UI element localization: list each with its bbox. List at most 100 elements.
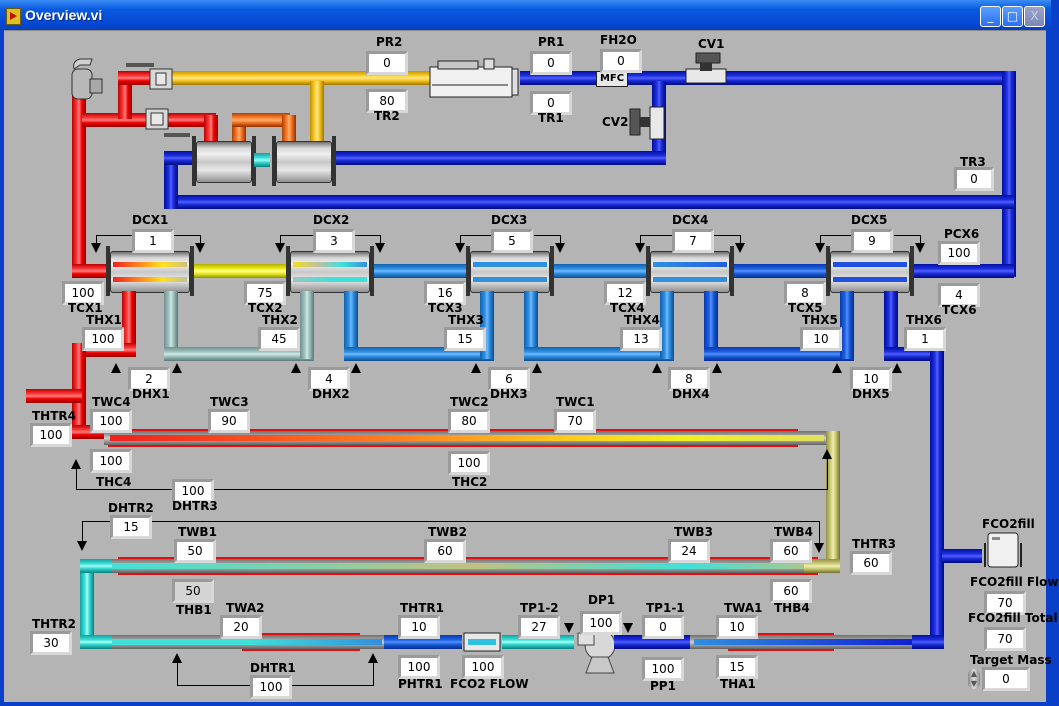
- dhtr1-wire: [177, 685, 253, 686]
- dcx4-wire: [714, 235, 740, 236]
- input-dcx2[interactable]: 3: [313, 229, 355, 253]
- label-tp1-1: TP1-1: [646, 601, 685, 615]
- label-twb4: TWB4: [774, 525, 813, 539]
- input-dhtr3[interactable]: 100: [172, 479, 214, 503]
- hx5-cold-out-pipe: [884, 291, 898, 359]
- mass-flow-controller-icon: MFC: [596, 71, 628, 87]
- label-dp1: DP1: [588, 593, 616, 607]
- heater-c-b-link-pipe: [826, 431, 840, 571]
- input-dhx2[interactable]: 4: [308, 367, 350, 391]
- arrow-up-icon: [712, 363, 722, 373]
- arrow-down-icon: [91, 243, 101, 253]
- increment-decrement-icon[interactable]: ▲▼: [968, 669, 980, 689]
- ball-valve-icon[interactable]: [126, 61, 176, 93]
- indicator-thx6: 1: [904, 327, 946, 351]
- input-dhtr2[interactable]: 15: [110, 515, 152, 539]
- indicator-tr1: 0: [530, 91, 572, 115]
- dhtr2-wire: [150, 521, 820, 522]
- dcx1-wire: [200, 235, 201, 245]
- indicator-tcx5: 8: [784, 281, 826, 305]
- input-dcx3[interactable]: 5: [491, 229, 533, 253]
- hx2-hx3-pipe: [370, 264, 466, 278]
- control-valve-icon[interactable]: [628, 105, 668, 141]
- indicator-tp1-1: 0: [642, 615, 684, 639]
- loop4-left-pipe: [704, 291, 718, 359]
- label-tr1: TR1: [538, 111, 564, 125]
- control-valve-icon[interactable]: [684, 51, 728, 87]
- hot-valve-feed-pipe: [118, 71, 152, 85]
- close-button[interactable]: X: [1024, 6, 1045, 27]
- recuperator-link-pipe: [254, 153, 270, 167]
- minimize-button[interactable]: _: [980, 6, 1001, 27]
- label-dhx5: DHX5: [852, 387, 890, 401]
- label-dcx1: DCX1: [132, 213, 169, 227]
- indicator-phtr1: 100: [398, 655, 440, 679]
- indicator-fco2fill-total: 70: [984, 627, 1026, 651]
- cold-return-pipe: [912, 635, 944, 649]
- input-dcx5[interactable]: 9: [851, 229, 893, 253]
- label-thx1: THX1: [86, 313, 122, 327]
- front-panel: MFC: [4, 30, 1059, 702]
- indicator-tcx2: 75: [244, 281, 286, 305]
- label-fco2fill: FCO2fill: [982, 517, 1035, 531]
- dhtr3-wire: [827, 459, 828, 489]
- label-twc1: TWC1: [556, 395, 595, 409]
- dcx5-wire: [820, 235, 821, 245]
- heater-c-element-bottom: [108, 445, 798, 447]
- title-bar[interactable]: Overview.vi _ □ X: [0, 0, 1051, 30]
- input-dhx5[interactable]: 10: [850, 367, 892, 391]
- heater-a1-fluid: [694, 639, 914, 645]
- arrow-down-icon: [77, 541, 87, 551]
- indicator-thb4: 60: [770, 579, 812, 603]
- label-dhtr3: DHTR3: [172, 499, 218, 513]
- input-target-mass[interactable]: 0: [982, 667, 1030, 691]
- dhtr3-wire: [76, 469, 77, 489]
- dhtr3-wire: [76, 489, 828, 490]
- label-tcx2: TCX2: [248, 301, 283, 315]
- arrow-up-icon: [71, 459, 81, 469]
- label-dcx3: DCX3: [491, 213, 528, 227]
- dcx3-wire: [534, 235, 560, 236]
- heater-b-outlet-pipe: [80, 559, 112, 573]
- input-dcx1[interactable]: 1: [132, 229, 174, 253]
- dcx5-wire: [820, 235, 856, 236]
- recuperator-1: [192, 136, 256, 186]
- input-dhx4[interactable]: 8: [668, 367, 710, 391]
- bypass-left-pipe: [164, 151, 178, 209]
- indicator-pr2: 0: [366, 51, 408, 75]
- input-dcx4[interactable]: 7: [672, 229, 714, 253]
- heat-exchanger-icon: [826, 246, 914, 296]
- label-tha1: THA1: [720, 677, 756, 691]
- input-dhx1[interactable]: 2: [128, 367, 170, 391]
- indicator-fh2o: 0: [600, 49, 642, 73]
- hot-valve-riser-pipe: [118, 75, 132, 119]
- flow-meter-icon: [463, 632, 501, 652]
- arrow-up-icon: [822, 449, 832, 459]
- arrow-up-icon: [351, 363, 361, 373]
- heater-c-fluid: [110, 435, 824, 441]
- arrow-down-icon: [915, 243, 925, 253]
- indicator-twa2: 20: [220, 615, 262, 639]
- heater-b-a-link-pipe: [80, 559, 94, 641]
- input-dhx3[interactable]: 6: [488, 367, 530, 391]
- maximize-button[interactable]: □: [1002, 6, 1023, 27]
- arrow-up-icon: [532, 363, 542, 373]
- arrow-down-icon: [555, 243, 565, 253]
- label-pr2: PR2: [376, 35, 403, 49]
- label-tcx3: TCX3: [428, 301, 463, 315]
- label-thc2: THC2: [452, 475, 488, 489]
- label-thx6: THX6: [906, 313, 942, 327]
- supply-line-pipe: [172, 71, 430, 85]
- label-tcx1: TCX1: [68, 301, 103, 315]
- indicator-thc2: 100: [448, 451, 490, 475]
- indicator-tcx1: 100: [62, 281, 104, 305]
- hx5-outlet-pipe: [910, 264, 1014, 278]
- label-tcx4: TCX4: [610, 301, 645, 315]
- heater-a1-element-top: [728, 633, 834, 635]
- dcx4-wire: [640, 235, 676, 236]
- indicator-twb3: 24: [668, 539, 710, 563]
- ball-valve-icon[interactable]: [142, 107, 192, 139]
- label-twc4: TWC4: [92, 395, 131, 409]
- input-dhtr1[interactable]: 100: [250, 675, 292, 699]
- heater-a2-fluid: [112, 639, 382, 645]
